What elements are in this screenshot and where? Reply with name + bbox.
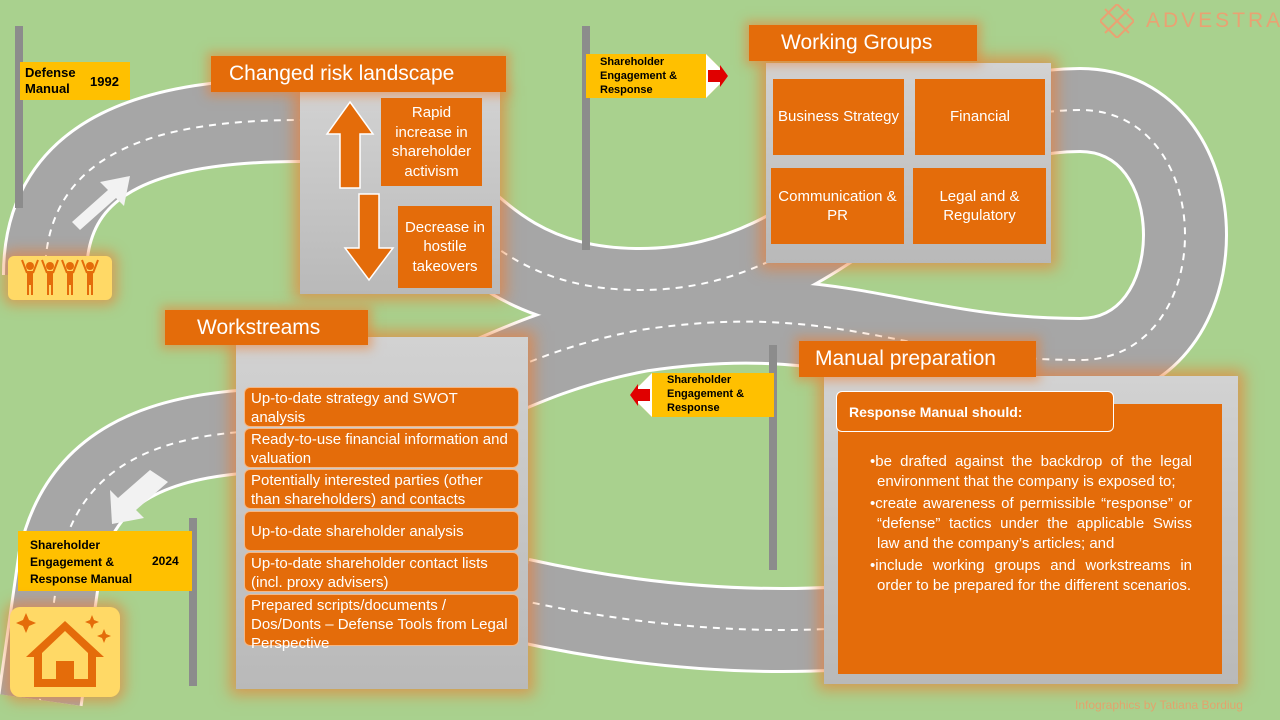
working-group-business: Business Strategy [773,79,904,155]
manual-prep-list: be drafted against the backdrop of the l… [870,452,1192,598]
road-arrow-icon [72,176,168,524]
arrow-down-icon [343,193,395,282]
workstream-item: Up-to-date strategy and SWOT analysis [244,387,519,427]
signpost-mid-sign [630,373,774,417]
people-icon [21,259,99,295]
milestone-end-year: 2024 [152,554,179,568]
signpost-top-sign [586,54,728,98]
risk-title: Changed risk landscape [211,56,506,92]
milestone-pole [15,26,23,208]
signpost-pole-top [582,26,590,250]
brand: ADVESTRA [1100,4,1280,38]
milestone-start-label: Defense Manual [25,65,76,96]
advestra-logo-icon [1100,4,1134,38]
workstream-item: Prepared scripts/documents / Dos/Donts –… [244,594,519,652]
manual-prep-point: create awareness of permissible “respons… [870,494,1192,554]
manual-prep-heading: Response Manual should: [836,391,1114,432]
people-icon-box [8,256,112,300]
brand-name: ADVESTRA [1146,9,1280,32]
working-group-legal: Legal and & Regulatory [913,168,1046,244]
milestone-pole-end [189,518,197,686]
milestone-end: Shareholder Engagement & Response Manual… [18,531,192,591]
milestone-start: Defense Manual 1992 [20,62,130,100]
signpost-mid-label: Shareholder Engagement & Response [667,374,745,414]
manual-prep-point: be drafted against the backdrop of the l… [870,452,1192,492]
credit: Infographics by Tatiana Bordiug [1075,698,1243,712]
home-icon [16,613,111,687]
arrow-up-icon [325,100,375,189]
workstream-item: Up-to-date shareholder contact lists (in… [244,552,519,592]
home-icon-box [10,607,120,697]
working-group-financial: Financial [915,79,1045,155]
working-group-communication: Communication & PR [771,168,904,244]
manual-prep-point: include working groups and workstreams i… [870,556,1192,596]
signpost-pole-mid [769,345,777,570]
workstream-item: Ready-to-use financial information and v… [244,428,519,468]
working-groups-title: Working Groups [749,25,977,61]
signpost-top-label: Shareholder Engagement & Response [600,56,678,96]
manual-prep-title: Manual preparation [799,341,1036,377]
risk-down-text: Decrease in hostile takeovers [398,206,492,288]
workstream-item: Up-to-date shareholder analysis [244,511,519,551]
risk-up-text: Rapid increase in shareholder activism [381,98,482,186]
milestone-start-year: 1992 [90,74,119,89]
workstreams-title: Workstreams [165,310,368,345]
workstream-item: Potentially interested parties (other th… [244,469,519,509]
milestone-end-label: Shareholder Engagement & Response Manual [30,538,133,586]
